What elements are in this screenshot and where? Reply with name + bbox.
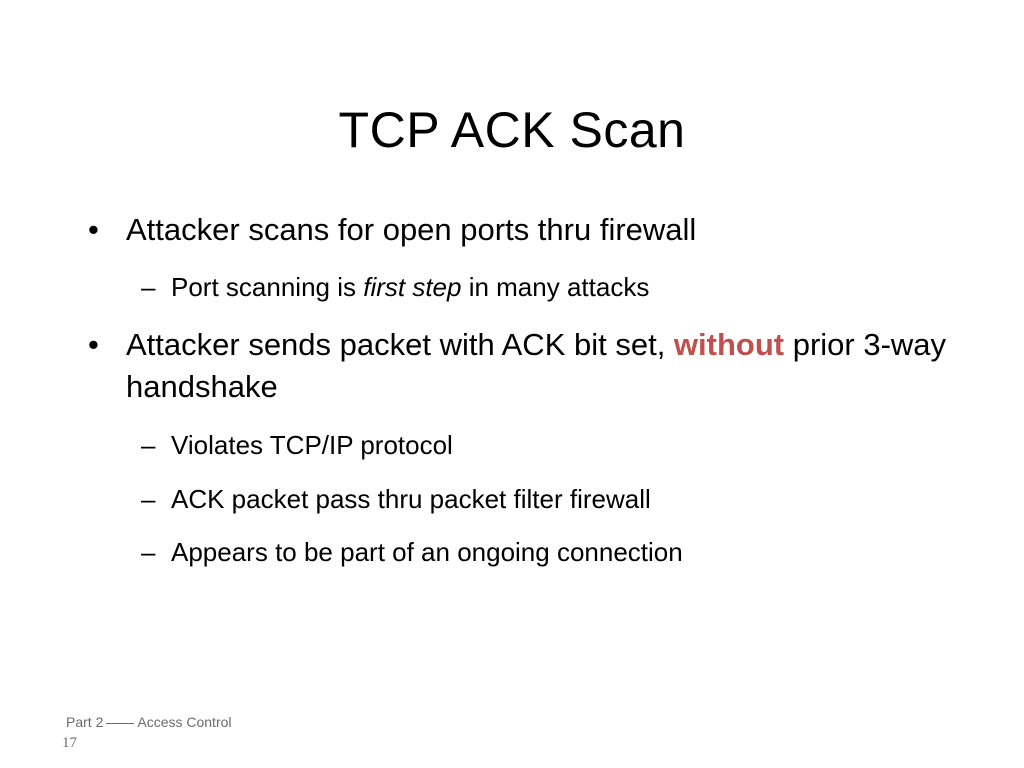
sub-bullet-marker: – xyxy=(141,430,156,460)
bullet-text: Attacker sends packet with ACK bit set, … xyxy=(126,324,948,408)
bullet-marker: • xyxy=(88,212,99,247)
bullet-text: Attacker scans for open ports thru firew… xyxy=(126,212,697,247)
footer-part: Part 2 xyxy=(66,714,104,730)
sub-bullet-marker: – xyxy=(141,537,156,567)
sub-bullet-text: ACK packet pass thru packet filter firew… xyxy=(171,484,651,514)
sub-bullet-item: – Violates TCP/IP protocol xyxy=(141,428,961,462)
footer-topic: Access Control xyxy=(137,714,232,730)
emphasis-text: first step xyxy=(363,272,462,302)
sub-bullet-item: – Port scanning is first step in many at… xyxy=(141,270,961,304)
sub-bullet-item: – ACK packet pass thru packet filter fir… xyxy=(141,482,961,516)
highlight-text: without xyxy=(673,327,785,362)
sub-bullet-marker: – xyxy=(141,272,156,302)
bullet-text-before: Attacker sends packet with ACK bit set, xyxy=(126,327,674,362)
slide-title: TCP ACK Scan xyxy=(338,102,686,158)
bullet-text-after: prior 3-way handshake xyxy=(126,327,947,404)
sub-bullet-text: Appears to be part of an ongoing connect… xyxy=(171,537,683,567)
sub-bullet-text: Port scanning is first step in many atta… xyxy=(171,270,961,304)
bullet-item: • Attacker scans for open ports thru fir… xyxy=(88,209,948,251)
sub-bullet-text-before: Port scanning is xyxy=(171,272,364,302)
bullet-marker: • xyxy=(88,327,99,362)
slide-footer: Part 2 Access Control xyxy=(66,713,232,731)
bullet-item: • Attacker sends packet with ACK bit set… xyxy=(88,324,948,408)
sub-bullet-text-after: in many attacks xyxy=(461,272,650,302)
sub-bullet-marker: – xyxy=(141,484,156,514)
sub-bullet-text: Violates TCP/IP protocol xyxy=(171,430,453,460)
page-number: 17 xyxy=(62,735,77,751)
sub-bullet-item: – Appears to be part of an ongoing conne… xyxy=(141,535,961,569)
footer-separator xyxy=(106,722,135,724)
